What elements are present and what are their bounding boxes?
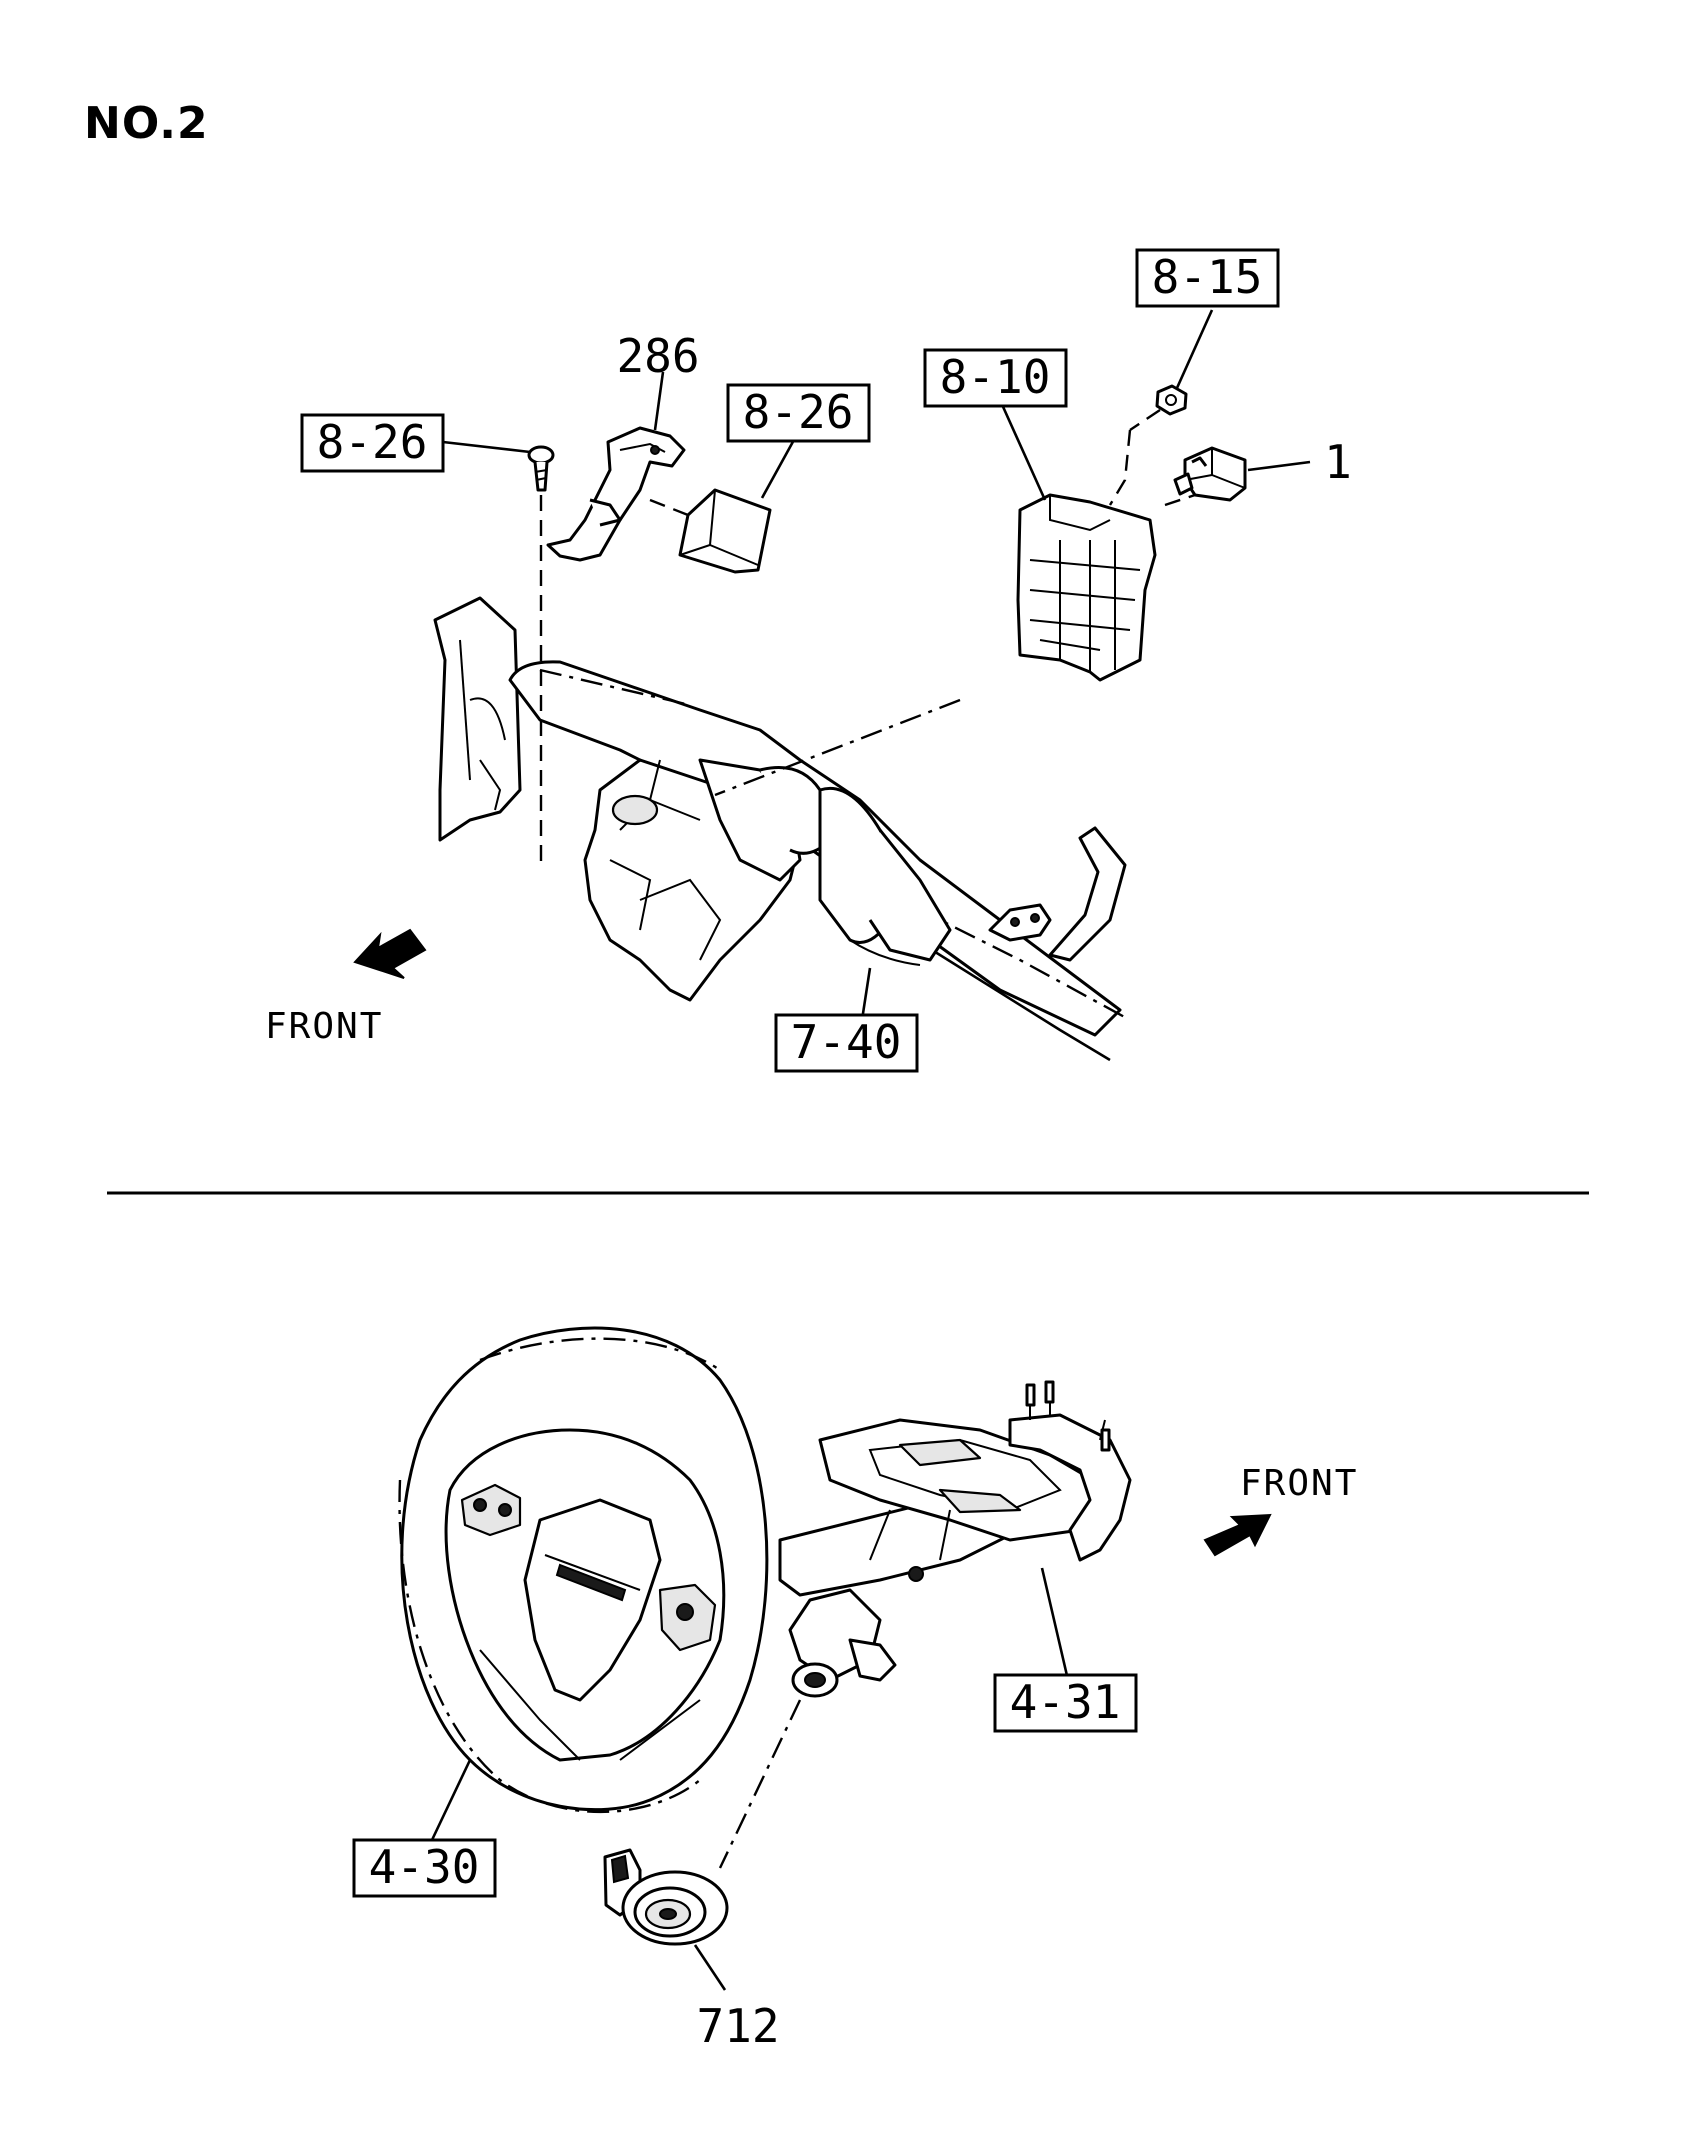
callout-relay-text: 1 [1324, 435, 1352, 489]
front-arrow-bottom-icon [1203, 1513, 1272, 1557]
leader-junction [998, 399, 1047, 501]
panel-frame [433, 596, 522, 842]
nut [1129, 384, 1188, 431]
callout-286: 286 [616, 329, 699, 383]
control-module [649, 488, 772, 574]
callout-286-text: 286 [616, 329, 699, 383]
relay [1173, 446, 1247, 502]
column-shroud [818, 786, 952, 966]
callout-wheel-text: 4-30 [369, 1840, 480, 1894]
leader-column-7-40 [860, 967, 872, 1021]
callout-column-top-text: 7-40 [791, 1015, 902, 1069]
callout-bolt: 8-26 [300, 413, 445, 473]
callout-nut: 8-15 [1135, 248, 1280, 308]
leader-wheel [430, 1759, 472, 1841]
front-label-bottom: FRONT [1240, 1463, 1358, 1504]
bracket-286 [546, 426, 686, 562]
steering-wheel [398, 1326, 769, 1814]
leader-module [760, 437, 797, 499]
callout-column-bottom-text: 4-31 [1010, 1675, 1121, 1729]
callout-bolt-text: 8-26 [317, 415, 428, 469]
front-label-top: FRONT [265, 1006, 383, 1047]
junction-block [714, 429, 1196, 797]
front-arrow-top-icon [353, 928, 427, 979]
callout-module: 8-26 [726, 383, 871, 443]
leader-bolt [442, 440, 531, 454]
callout-column-bottom: 4-31 [993, 1673, 1138, 1733]
column-housing [583, 758, 832, 1002]
leader-column-4-31 [1040, 1567, 1070, 1681]
callout-relay: 1 [1324, 435, 1352, 489]
callout-column-top: 7-40 [774, 1013, 919, 1073]
leader-switch [693, 1944, 727, 1991]
callout-switch: 712 [696, 1999, 779, 2053]
steering-column [778, 1380, 1132, 1682]
leader-relay [1247, 460, 1311, 472]
callout-module-text: 8-26 [743, 385, 854, 439]
callout-junction-text: 8-10 [940, 350, 1051, 404]
top-assembly [353, 309, 1311, 1062]
callout-nut-text: 8-15 [1152, 250, 1263, 304]
leader-nut [1175, 309, 1214, 389]
leader-286 [653, 371, 665, 431]
right-support-bracket [988, 826, 1127, 962]
bolt [527, 445, 555, 865]
callout-wheel: 4-30 [352, 1838, 497, 1898]
callout-junction: 8-10 [923, 348, 1068, 408]
ignition-switch [603, 1662, 839, 1946]
callout-switch-text: 712 [696, 1999, 779, 2053]
bottom-assembly [398, 1326, 1272, 1991]
page-title: NO.2 [84, 98, 209, 149]
